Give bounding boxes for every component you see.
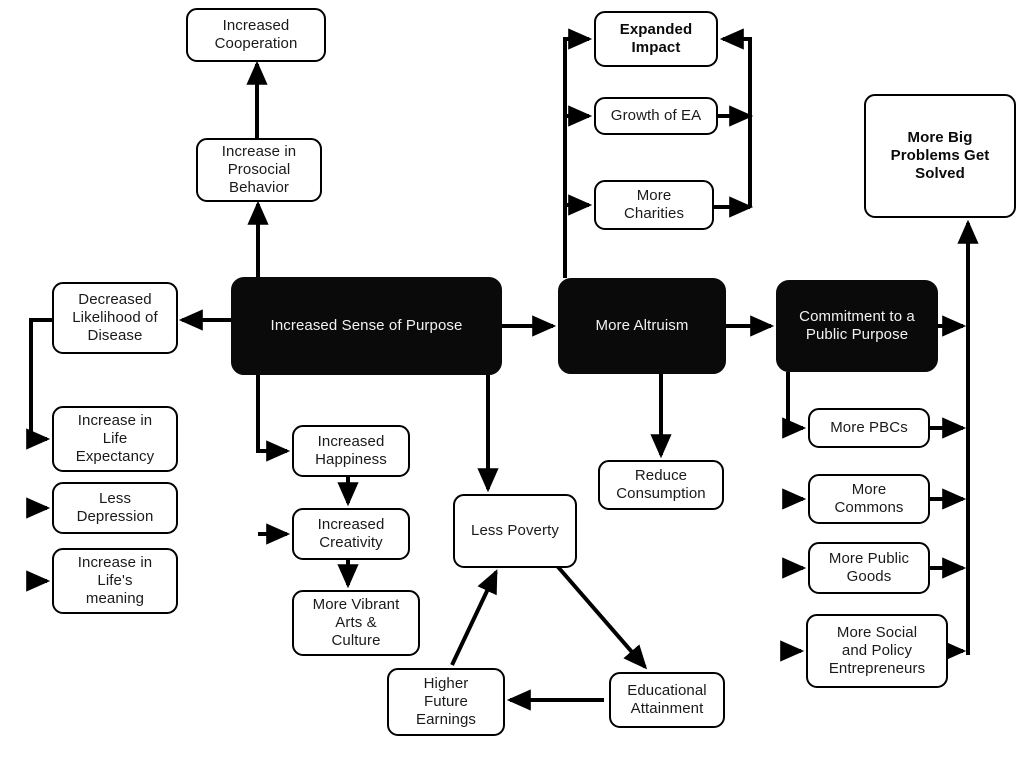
node-label-educational_attainment: Educational Attainment bbox=[627, 681, 707, 717]
node-increased_happiness: Increased Happiness bbox=[292, 425, 410, 477]
connector-feedback-to-expanded-impact bbox=[719, 28, 752, 207]
node-increase_life_expectancy: Increase in Life Expectancy bbox=[52, 406, 178, 472]
node-less_depression: Less Depression bbox=[52, 482, 178, 534]
node-increased_sense_of_purpose: Increased Sense of Purpose bbox=[231, 277, 502, 375]
connector-earnings-to-less-poverty bbox=[450, 569, 498, 666]
node-label-more_charities: More Charities bbox=[623, 186, 685, 222]
node-decreased_disease: Decreased Likelihood of Disease bbox=[52, 282, 178, 354]
node-increase_life_meaning: Increase in Life's meaning bbox=[52, 548, 178, 614]
node-more_charities: More Charities bbox=[594, 180, 714, 230]
node-label-increase_life_meaning: Increase in Life's meaning bbox=[77, 553, 153, 608]
node-label-more_public_goods: More Public Goods bbox=[828, 549, 910, 585]
edge-layer bbox=[26, 28, 979, 711]
node-label-more_social_policy: More Social and Policy Entrepreneurs bbox=[828, 623, 926, 678]
node-label-less_depression: Less Depression bbox=[76, 489, 154, 525]
node-label-expanded_impact: Expanded Impact bbox=[619, 20, 693, 56]
node-increased_creativity: Increased Creativity bbox=[292, 508, 410, 560]
connector-less-poverty-to-education bbox=[550, 558, 648, 670]
node-increased_cooperation: Increased Cooperation bbox=[186, 8, 326, 62]
node-higher_future_earnings: Higher Future Earnings bbox=[387, 668, 505, 736]
node-label-more_big_problems: More Big Problems Get Solved bbox=[890, 128, 990, 183]
node-commitment_public_purpose: Commitment to a Public Purpose bbox=[776, 280, 938, 372]
node-label-more_vibrant_arts: More Vibrant Arts & Culture bbox=[312, 595, 400, 650]
connector-commitment-to-left-rail bbox=[782, 372, 807, 439]
node-more_vibrant_arts: More Vibrant Arts & Culture bbox=[292, 590, 420, 656]
node-growth_of_ea: Growth of EA bbox=[594, 97, 718, 135]
node-label-reduce_consumption: Reduce Consumption bbox=[616, 466, 706, 502]
node-label-less_poverty: Less Poverty bbox=[471, 521, 559, 539]
node-label-commitment_public_purpose: Commitment to a Public Purpose bbox=[799, 307, 915, 343]
node-label-more_altruism: More Altruism bbox=[595, 316, 689, 334]
node-label-increase_prosocial: Increase in Prosocial Behavior bbox=[221, 142, 297, 197]
connector-purpose-to-happiness bbox=[256, 375, 291, 462]
node-label-more_pbcs: More PBCs bbox=[830, 418, 908, 436]
node-label-decreased_disease: Decreased Likelihood of Disease bbox=[72, 290, 158, 345]
node-more_pbcs: More PBCs bbox=[808, 408, 930, 448]
node-label-increase_life_expectancy: Increase in Life Expectancy bbox=[75, 411, 155, 466]
node-label-higher_future_earnings: Higher Future Earnings bbox=[415, 674, 476, 729]
node-reduce_consumption: Reduce Consumption bbox=[598, 460, 724, 510]
node-more_big_problems: More Big Problems Get Solved bbox=[864, 94, 1016, 218]
node-label-growth_of_ea: Growth of EA bbox=[610, 106, 702, 124]
node-label-increased_sense_of_purpose: Increased Sense of Purpose bbox=[270, 316, 463, 334]
node-educational_attainment: Educational Attainment bbox=[609, 672, 725, 728]
node-more_social_policy: More Social and Policy Entrepreneurs bbox=[806, 614, 948, 688]
node-label-increased_happiness: Increased Happiness bbox=[315, 432, 387, 468]
node-expanded_impact: Expanded Impact bbox=[594, 11, 718, 67]
node-label-increased_cooperation: Increased Cooperation bbox=[214, 16, 298, 52]
node-increase_prosocial: Increase in Prosocial Behavior bbox=[196, 138, 322, 202]
node-label-more_commons: More Commons bbox=[834, 480, 904, 516]
node-less_poverty: Less Poverty bbox=[453, 494, 577, 568]
connector-disease-to-branch bbox=[26, 318, 52, 450]
node-more_public_goods: More Public Goods bbox=[808, 542, 930, 594]
node-more_altruism: More Altruism bbox=[558, 278, 726, 374]
node-more_commons: More Commons bbox=[808, 474, 930, 524]
connector-altruism-to-expanded-impact bbox=[563, 28, 593, 278]
node-label-increased_creativity: Increased Creativity bbox=[317, 515, 385, 551]
